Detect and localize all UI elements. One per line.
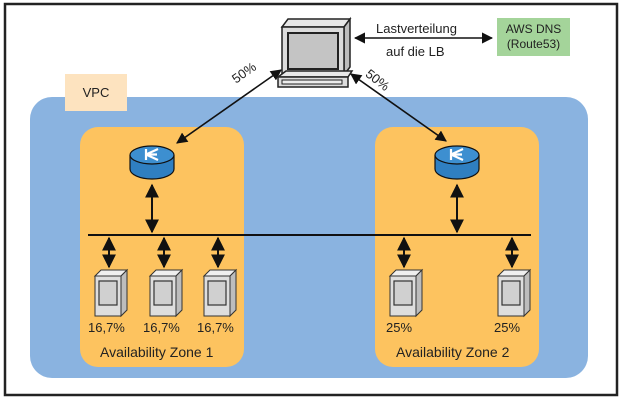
server-arrows	[102, 236, 519, 269]
vpc-label: VPC	[65, 74, 127, 111]
server-share-label: 25%	[386, 320, 413, 335]
server-icon	[388, 268, 424, 318]
zone-2-title: Availability Zone 2	[396, 344, 510, 360]
load-balancer-icon	[129, 145, 175, 180]
zone-1-title: Availability Zone 1	[100, 344, 214, 360]
servers	[93, 268, 532, 318]
client-computer-icon	[275, 16, 354, 88]
server-icon	[148, 268, 184, 318]
server-icon	[93, 268, 129, 318]
aws-dns-box: AWS DNS (Route53)	[497, 18, 570, 56]
server-share-label: 16,7%	[88, 320, 125, 335]
server-icon	[496, 268, 532, 318]
load-balancer-icon	[434, 145, 480, 180]
arrow-client-lb1	[176, 69, 282, 144]
lb-label-line2: auf die LB	[386, 44, 445, 59]
dns-label: AWS DNS	[505, 22, 562, 36]
server-share-label: 16,7%	[143, 320, 180, 335]
server-share-label: 25%	[494, 320, 521, 335]
server-icon	[202, 268, 238, 318]
lb-label-line1: Lastverteilung	[376, 21, 457, 36]
dns-sublabel: (Route53)	[506, 37, 561, 51]
server-share-label: 16,7%	[197, 320, 234, 335]
arrow-client-lb2	[350, 73, 447, 142]
